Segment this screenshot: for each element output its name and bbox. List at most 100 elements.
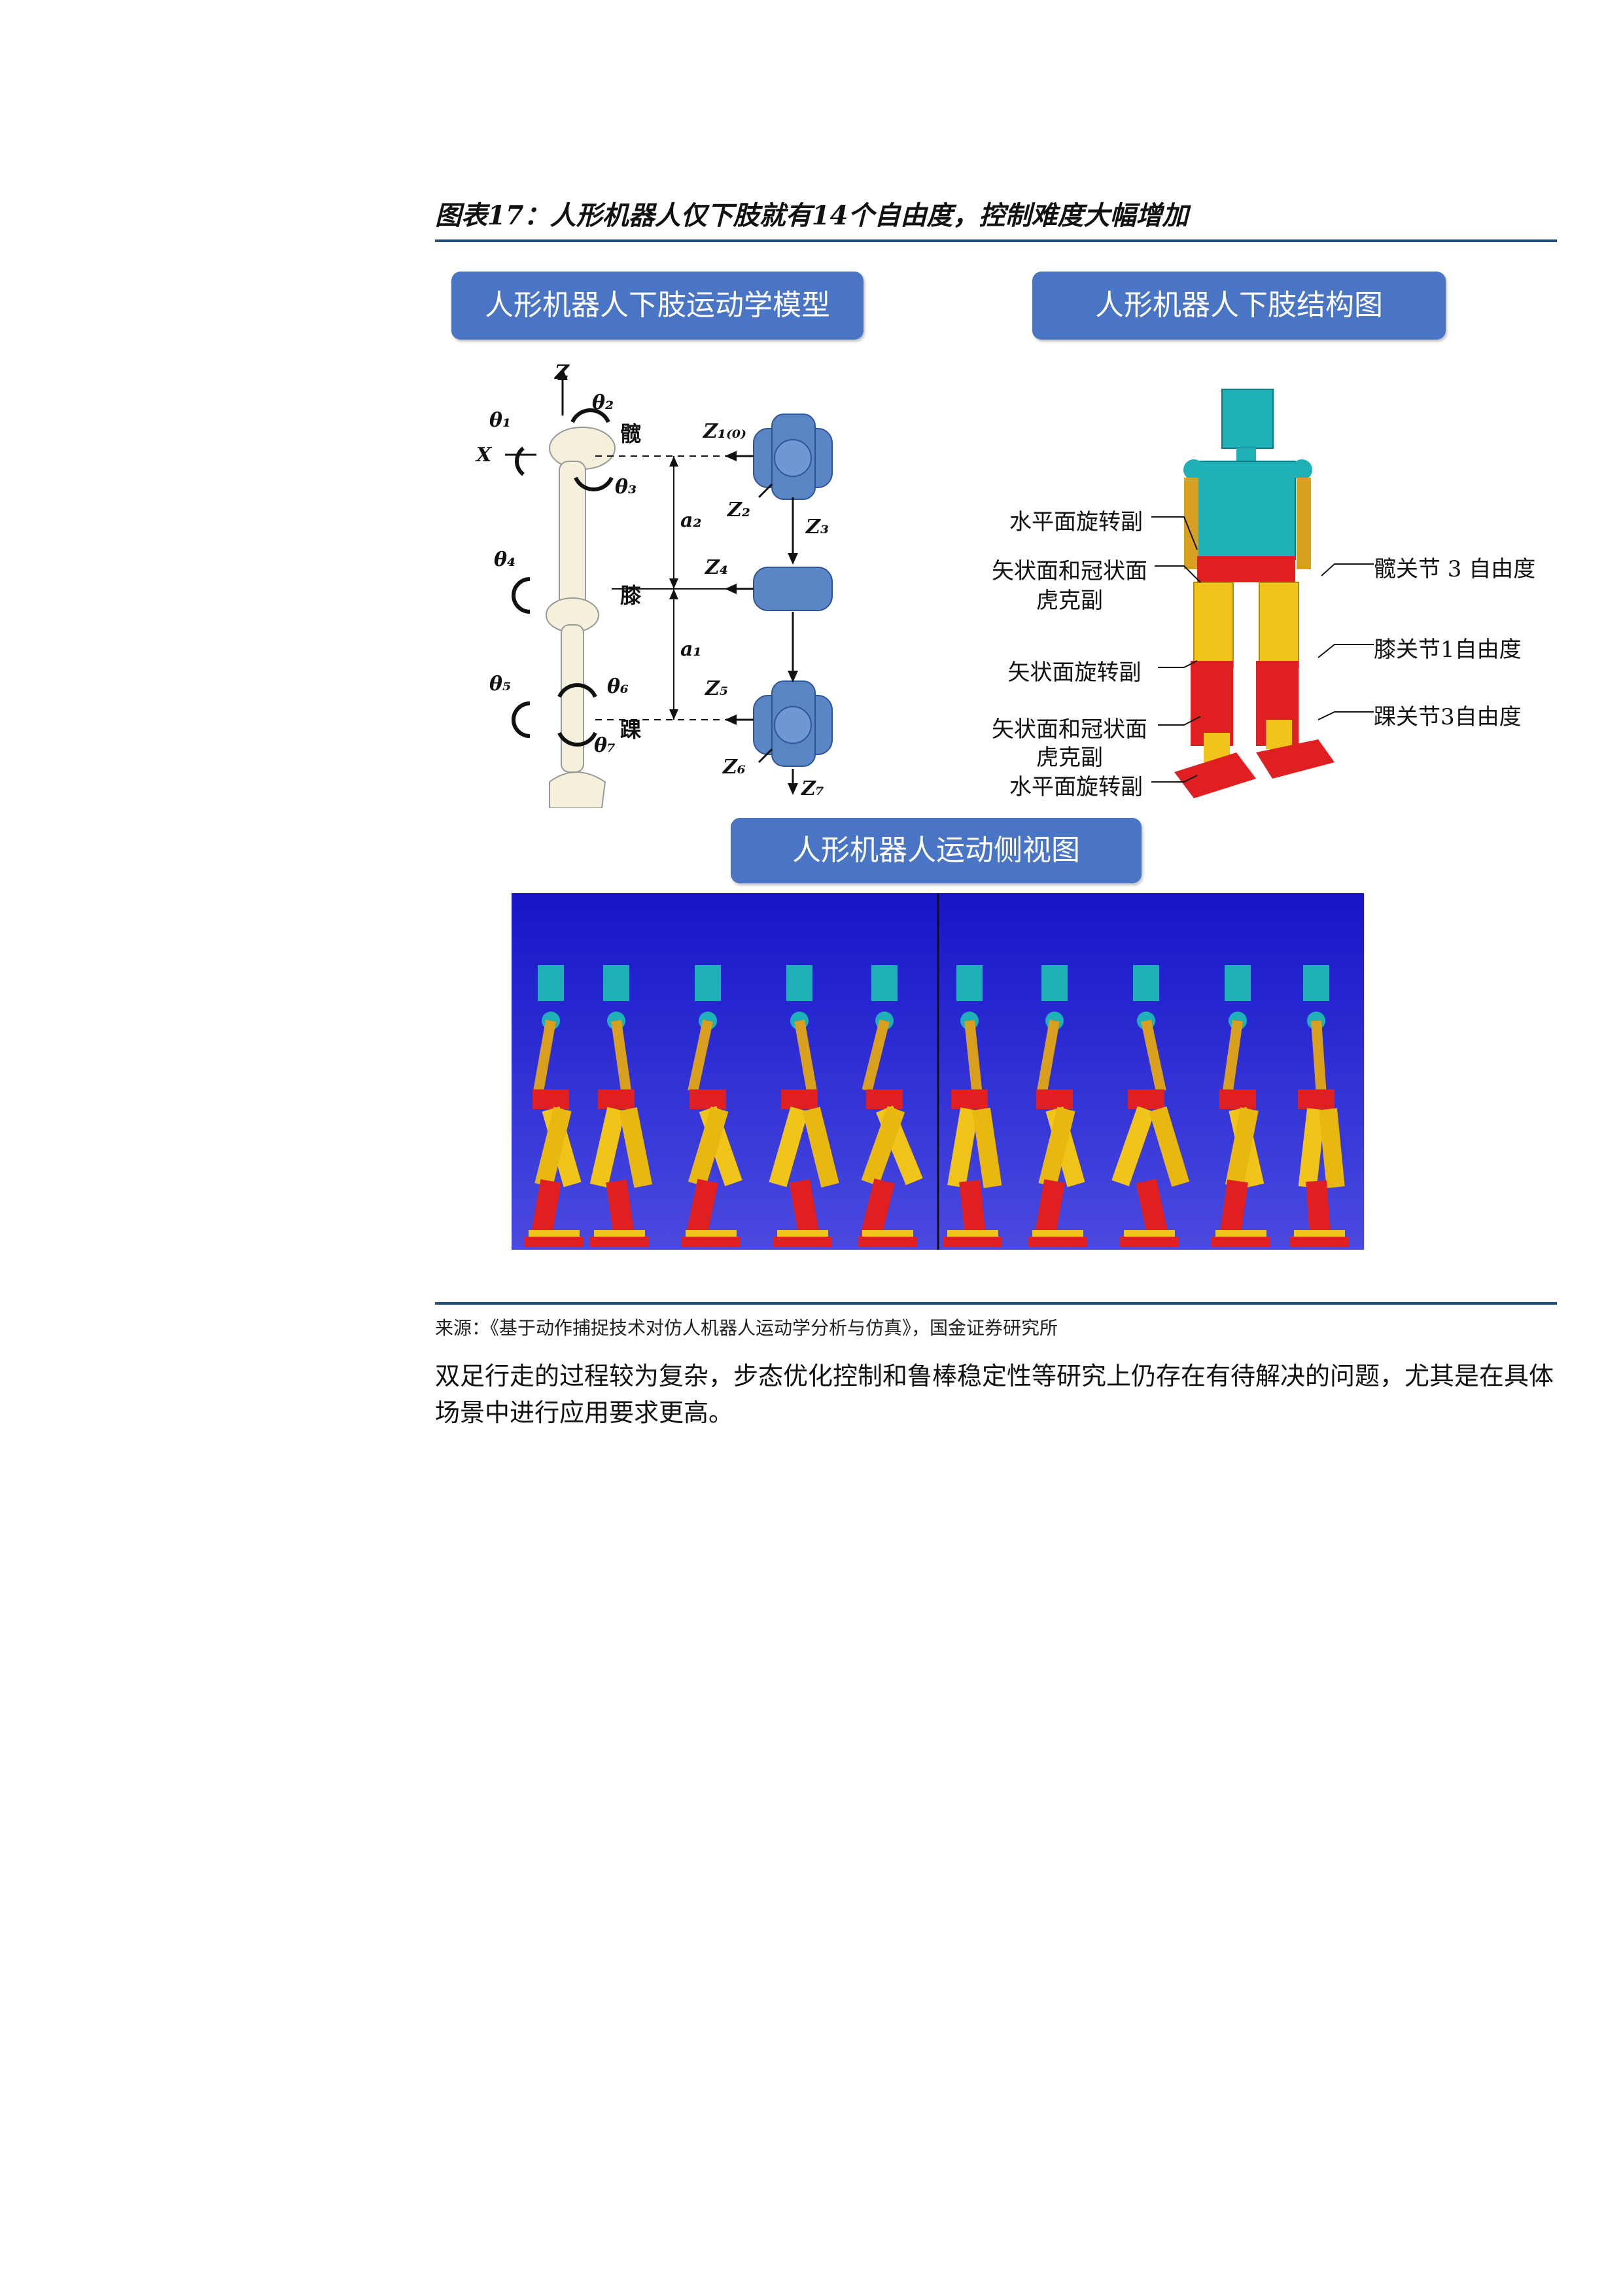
- robot-foot: [1212, 1237, 1270, 1247]
- robot-thigh-rear: [1225, 1107, 1259, 1188]
- theta7-label: θ₇: [594, 734, 616, 757]
- hip-label: 髋: [620, 421, 642, 446]
- robot-foot: [590, 1237, 649, 1247]
- theta2-label: θ₂: [592, 391, 614, 414]
- robot-hip: [781, 1089, 818, 1109]
- robot-hip: [866, 1089, 903, 1109]
- horizontal-rotation-label-top: 水平面旋转副: [1009, 509, 1143, 535]
- robot-ankle: [529, 1230, 580, 1237]
- robot-thigh: [769, 1106, 809, 1188]
- z6-label: Z₆: [723, 756, 746, 779]
- robot-torso: [964, 1020, 983, 1093]
- leg-bone-illustration: [546, 427, 616, 808]
- z1-label: Z₁₍₀₎: [703, 420, 747, 443]
- robot-head: [695, 965, 721, 1001]
- hip-dof-label: 髋关节 3 自由度: [1374, 556, 1536, 582]
- robot-head: [1133, 965, 1159, 1001]
- robot-foot: [525, 1237, 584, 1247]
- a1-label: a₁: [680, 638, 702, 661]
- robot-head: [956, 965, 983, 1001]
- robot-hip: [1128, 1089, 1164, 1109]
- robot-foot: [682, 1237, 741, 1247]
- robot-thigh: [1111, 1106, 1155, 1186]
- robot-torso: [533, 1019, 556, 1093]
- robot-hip: [532, 1089, 569, 1109]
- universal-joint-label-bottom: 虎克副: [1036, 745, 1103, 771]
- robot-shank: [685, 1178, 718, 1241]
- robot-hip: [598, 1089, 635, 1109]
- robot-shank: [606, 1179, 635, 1241]
- robot-foot: [1028, 1237, 1087, 1247]
- theta3-label: θ₃: [615, 476, 637, 499]
- robot-thigh: [947, 1107, 979, 1188]
- x-axis-label: X: [476, 444, 492, 467]
- robot-head: [871, 965, 898, 1001]
- side-view-panel-title: 人形机器人运动侧视图: [731, 818, 1142, 883]
- title-rule: [435, 239, 1557, 242]
- robot-head: [1041, 965, 1068, 1001]
- robot-shank: [860, 1178, 895, 1241]
- robot-hip: [1036, 1089, 1073, 1109]
- knee-dof-label: 膝关节1自由度: [1374, 637, 1522, 663]
- z7-label: Z₇: [801, 777, 825, 800]
- theta1-label: θ₁: [489, 409, 512, 432]
- joint-cylinders: [753, 414, 833, 767]
- robot-shank: [959, 1180, 986, 1241]
- theta4-label: θ₄: [494, 548, 516, 571]
- robot-hip: [951, 1089, 988, 1109]
- robot-shank: [1306, 1180, 1331, 1241]
- robot-ankle: [1124, 1230, 1175, 1237]
- robot-ankle: [594, 1230, 645, 1237]
- robot-torso: [611, 1019, 632, 1093]
- robot-thigh-rear: [802, 1106, 839, 1188]
- robot-shank: [1219, 1179, 1248, 1241]
- structure-leader-lines: [1151, 516, 1374, 783]
- robot-torso: [1037, 1019, 1060, 1093]
- robot-foot: [773, 1237, 832, 1247]
- robot-shank: [1136, 1178, 1169, 1241]
- robot-thigh-rear: [1149, 1106, 1190, 1187]
- robot-foot: [943, 1237, 1002, 1247]
- source-rule: [435, 1302, 1557, 1305]
- sagittal-coronal-label-top: 矢状面和冠状面: [992, 558, 1147, 584]
- theta5-label: θ₅: [489, 673, 512, 696]
- walking-side-view-image: [512, 893, 1364, 1284]
- robot-torso: [862, 1019, 890, 1092]
- z3-label: Z₃: [806, 516, 829, 539]
- robot-ankle: [686, 1230, 737, 1237]
- robot-thigh-rear: [972, 1107, 1002, 1188]
- robot-torso: [1222, 1019, 1243, 1093]
- robot-shank: [789, 1179, 820, 1241]
- universal-joint-label-top: 虎克副: [1036, 588, 1103, 614]
- source-note: 来源：《基于动作捕捉技术对仿人机器人运动学分析与仿真》，国金证券研究所: [435, 1317, 1058, 1339]
- robot-ankle: [1215, 1230, 1266, 1237]
- robot-head: [1303, 965, 1329, 1001]
- robot-shank: [1034, 1179, 1065, 1241]
- sagittal-rotation-label: 矢状面旋转副: [1007, 660, 1142, 686]
- a2-label: a₂: [680, 509, 702, 532]
- robot-thigh-rear: [1038, 1106, 1075, 1188]
- robot-head: [603, 965, 629, 1001]
- kinematic-model-diagram: [505, 368, 833, 808]
- ankle-dof-label: 踝关节3自由度: [1374, 704, 1522, 730]
- knee-label: 膝: [620, 583, 642, 608]
- robot-torso: [1311, 1020, 1327, 1093]
- robot-thigh-rear: [1319, 1108, 1345, 1188]
- ankle-label: 踝: [620, 717, 642, 742]
- body-paragraph: 双足行走的过程较为复杂，步态优化控制和鲁棒稳定性等研究上仍存在有待解决的问题，尤…: [435, 1362, 1554, 1427]
- robot-ankle: [947, 1230, 998, 1237]
- robot-thigh-rear: [619, 1107, 653, 1188]
- robot-thigh: [1298, 1108, 1325, 1188]
- z5-label: Z₅: [705, 677, 729, 700]
- z4-label: Z₄: [705, 556, 729, 579]
- robot-thigh-rear: [688, 1106, 729, 1187]
- sagittal-coronal-label-bottom: 矢状面和冠状面: [992, 716, 1147, 743]
- robot-head: [538, 965, 564, 1001]
- figure-title: 图表17：人形机器人仅下肢就有14个自由度，控制难度大幅增加: [435, 200, 1189, 231]
- robot-shank: [530, 1179, 561, 1241]
- robot-thigh-rear: [861, 1106, 905, 1186]
- robot-thigh-rear: [534, 1106, 572, 1188]
- robot-torso: [1141, 1019, 1166, 1093]
- z2-label: Z₂: [727, 499, 751, 521]
- horizontal-rotation-label-bottom: 水平面旋转副: [1009, 774, 1143, 800]
